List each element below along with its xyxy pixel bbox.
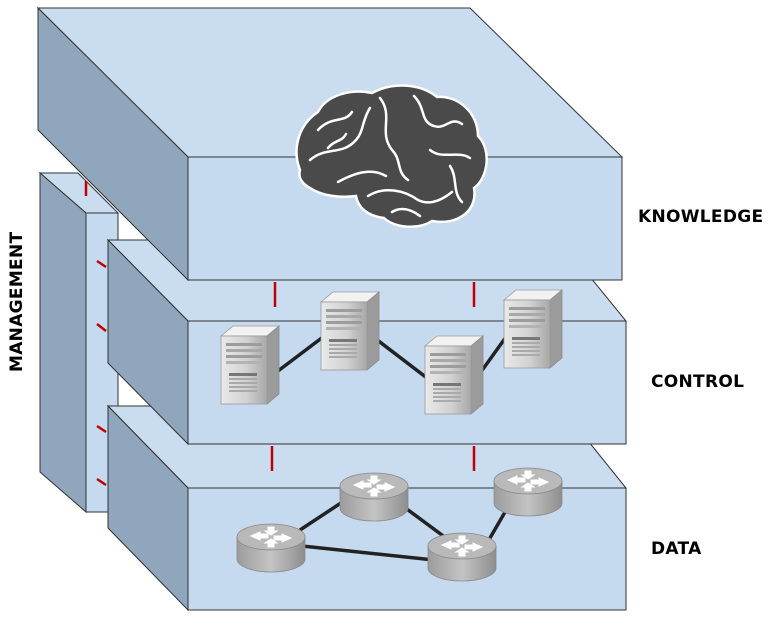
server-icon <box>220 325 280 405</box>
management-connector <box>96 424 107 434</box>
control-link <box>272 335 325 376</box>
management-slab <box>38 171 120 514</box>
router-icon <box>236 523 306 573</box>
data-link <box>301 544 435 562</box>
brain-icon <box>295 84 488 228</box>
router-icon <box>339 472 409 522</box>
server-icon <box>320 291 380 371</box>
management-label: MANAGEMENT <box>7 232 27 372</box>
management-connectors <box>84 181 107 487</box>
router-icon <box>427 532 497 582</box>
control-layer-label: CONTROL <box>651 372 744 392</box>
data-layer-label: DATA <box>651 539 702 559</box>
control-link <box>370 334 429 380</box>
management-connector <box>96 323 107 332</box>
management-slab-side <box>39 171 87 514</box>
inter-layer-connectors <box>270 282 476 471</box>
server-icon <box>424 335 484 415</box>
knowledge-layer-label: KNOWLEDGE <box>638 207 763 227</box>
management-connector <box>96 477 107 487</box>
router-icon <box>493 467 563 517</box>
server-icon <box>503 289 563 369</box>
management-connector <box>96 259 107 269</box>
